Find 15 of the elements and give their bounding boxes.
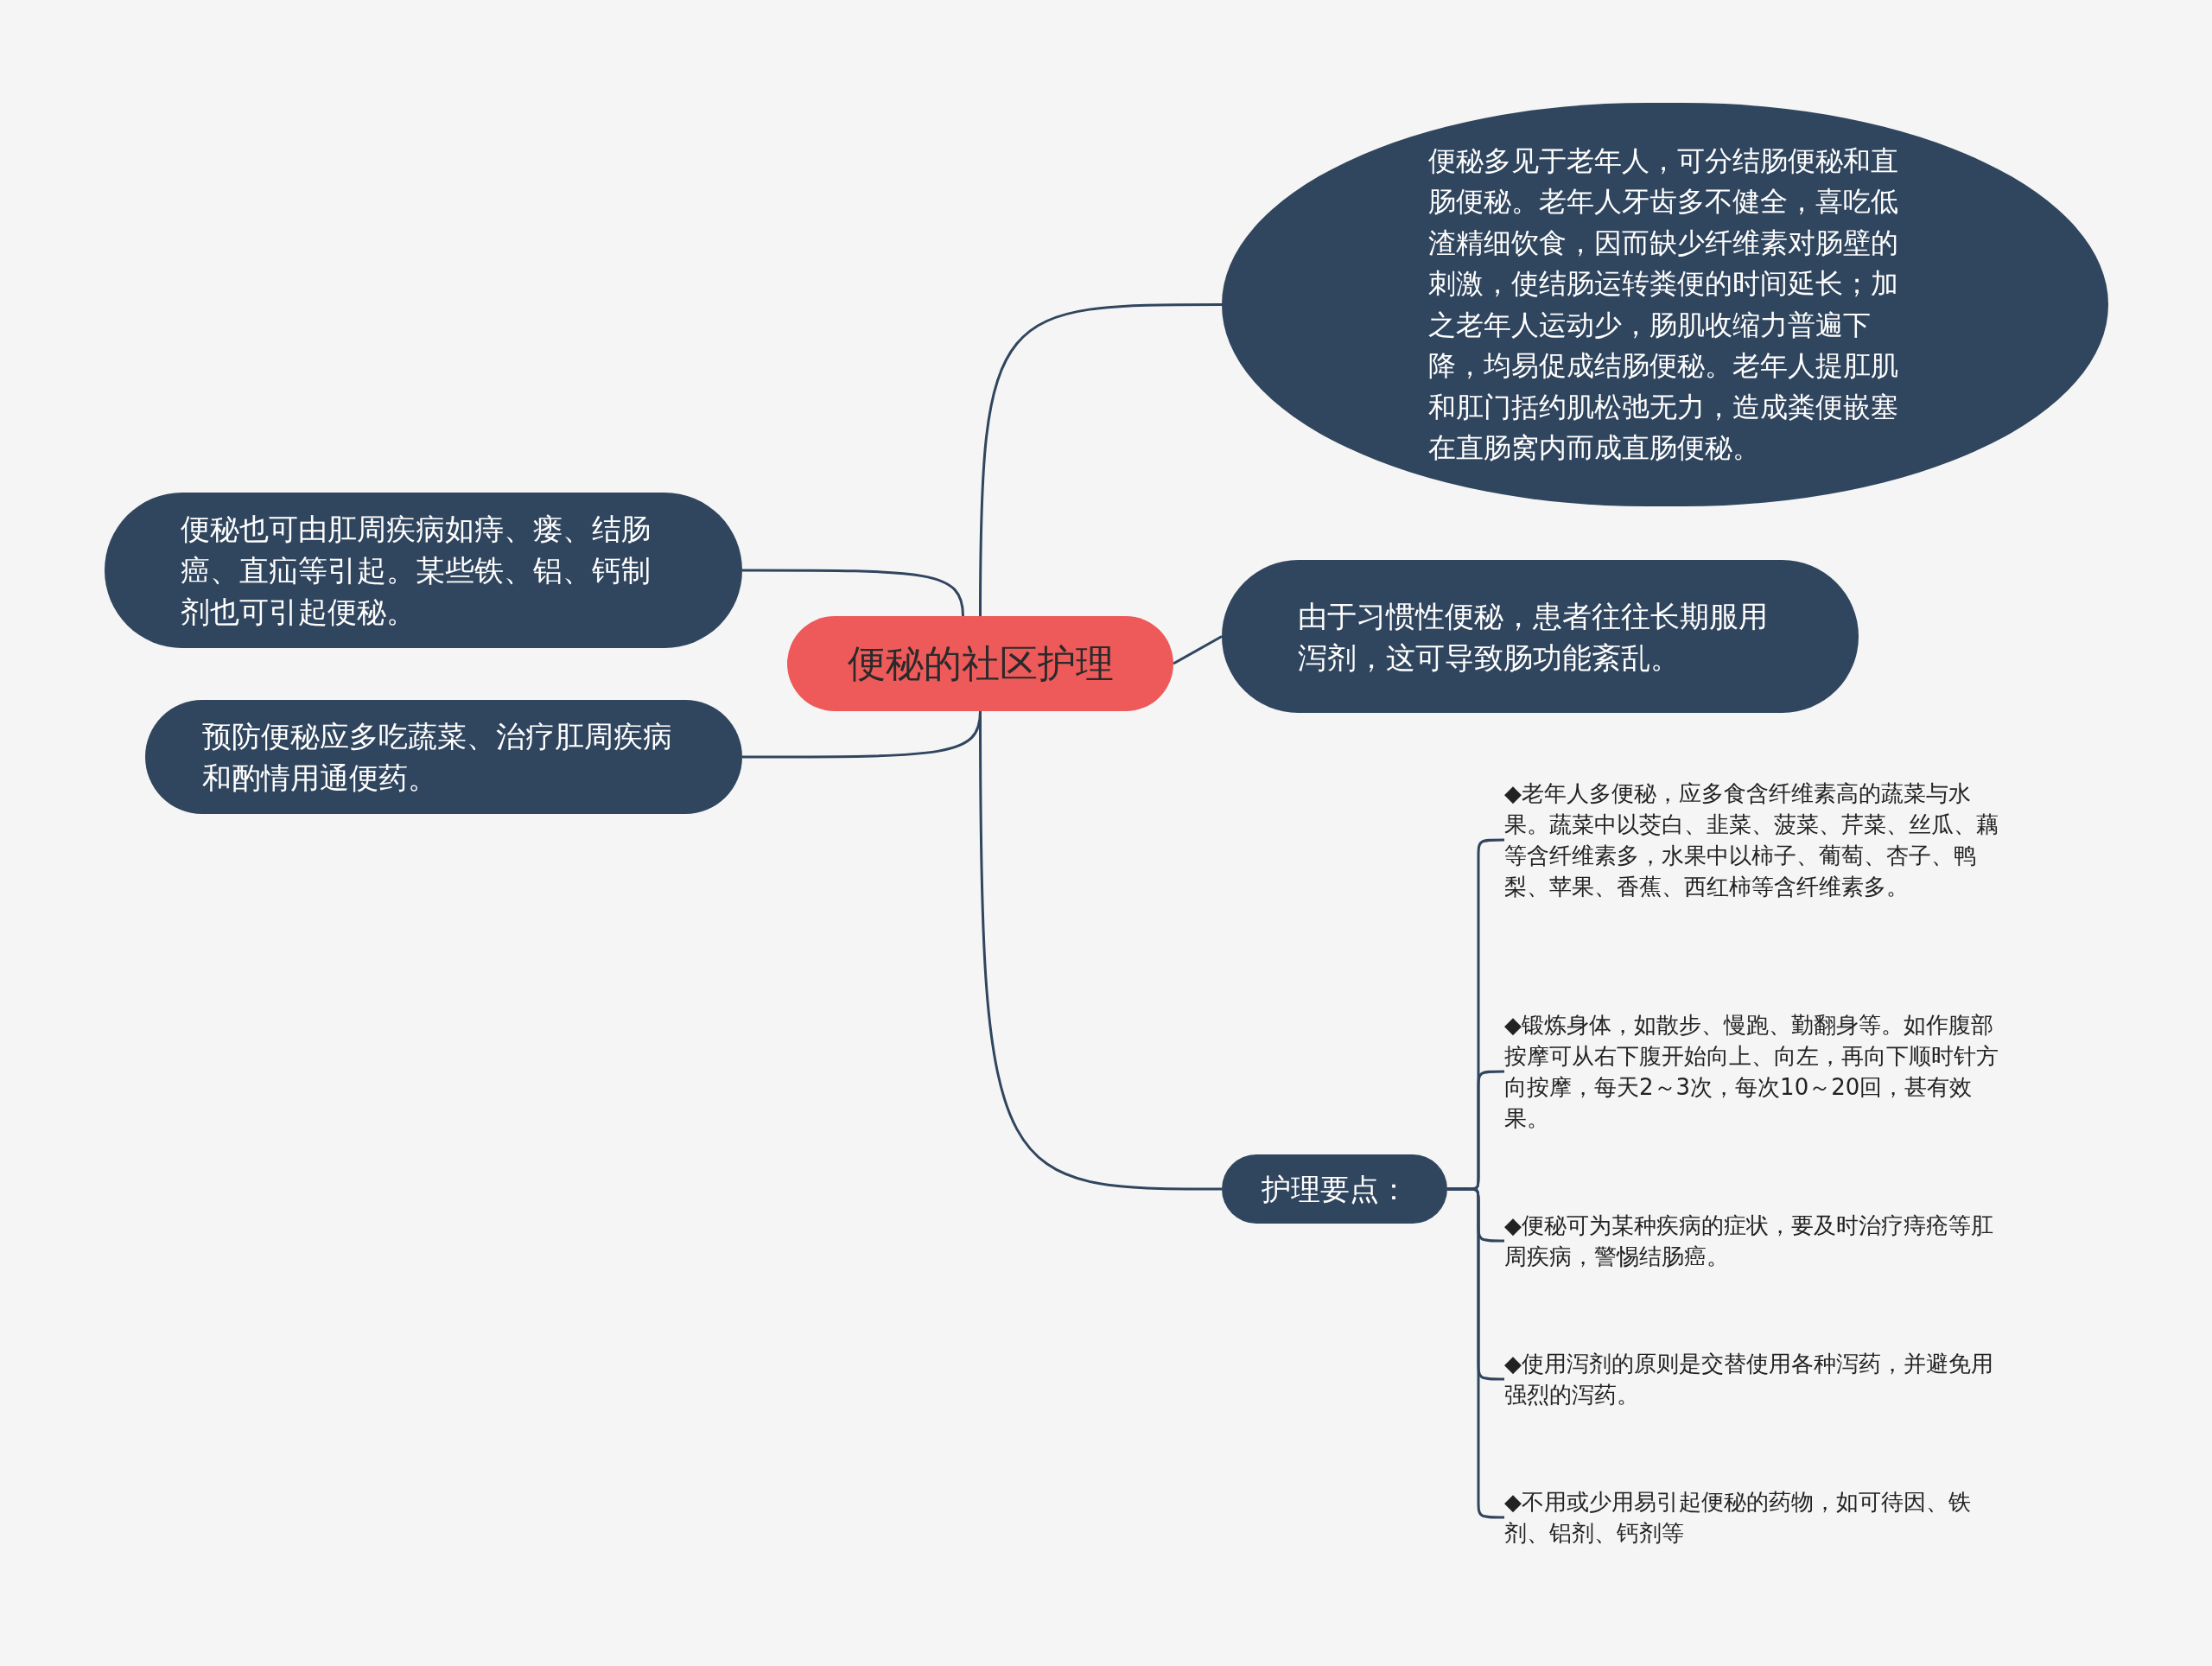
topic-text: 便秘的社区护理 [847,640,1114,687]
connector-line [979,303,1222,616]
note-text: ◆锻炼身体，如散步、慢跑、勤翻身等。如作腹部按摩可从右下腹开始向上、向左，再向下顺时针方向按摩，每天2～3次，每次10～20回，甚有效果。 [1504,1011,1999,1133]
topic-text: 预防便秘应多吃蔬菜、治疗肛周疾病和酌情用通便药。 [202,718,673,797]
note-text: ◆不用或少用易引起便秘的药物，如可待因、铁剂、铝剂、钙剂等 [1504,1488,1972,1548]
note-text: ◆老年人多便秘，应多食含纤维素高的蔬菜与水果。蔬菜中以茭白、韭菜、菠菜、芹菜、丝瓜、藕等含纤维素多，水果中以柿子、葡萄、杏子、鸭梨、苹果、香蕉、西红柿等含纤维素多。 [1504,779,1999,901]
topic-text: 护理要点： [1261,1171,1408,1208]
topic-text: 便秘也可由肛周疾病如痔、瘘、结肠癌、直疝等引起。某些铁、铝、钙制剂也可引起便秘。 [181,511,652,631]
connector-line [1173,635,1223,665]
note-text: ◆使用泻剂的原则是交替使用各种泻药，并避免用强烈的泻药。 [1504,1350,1994,1409]
connector-line [742,569,964,617]
note-text: ◆便秘可为某种疾病的症状，要及时治疗痔疮等肛周疾病，警惕结肠癌。 [1504,1211,1994,1271]
topic-text: 由于习惯性便秘，患者往往长期服用泻剂，这可导致肠功能紊乱。 [1298,597,1769,677]
topic-text: 便秘多见于老年人，可分结肠便秘和直肠便秘。老年人牙齿多不健全，喜吃低渣精细饮食，因而缺少纤维素对肠壁的刺激，使结肠运转粪便的时间延长；加之老年人运动少，肠肌收缩力普遍下降，均易促成结肠便秘。老年人提肛肌和肛门括约肌松弛无力，造成粪便嵌塞在直肠窝内而成直肠便秘。 [1428,143,1899,466]
connector-line [979,711,1222,1191]
